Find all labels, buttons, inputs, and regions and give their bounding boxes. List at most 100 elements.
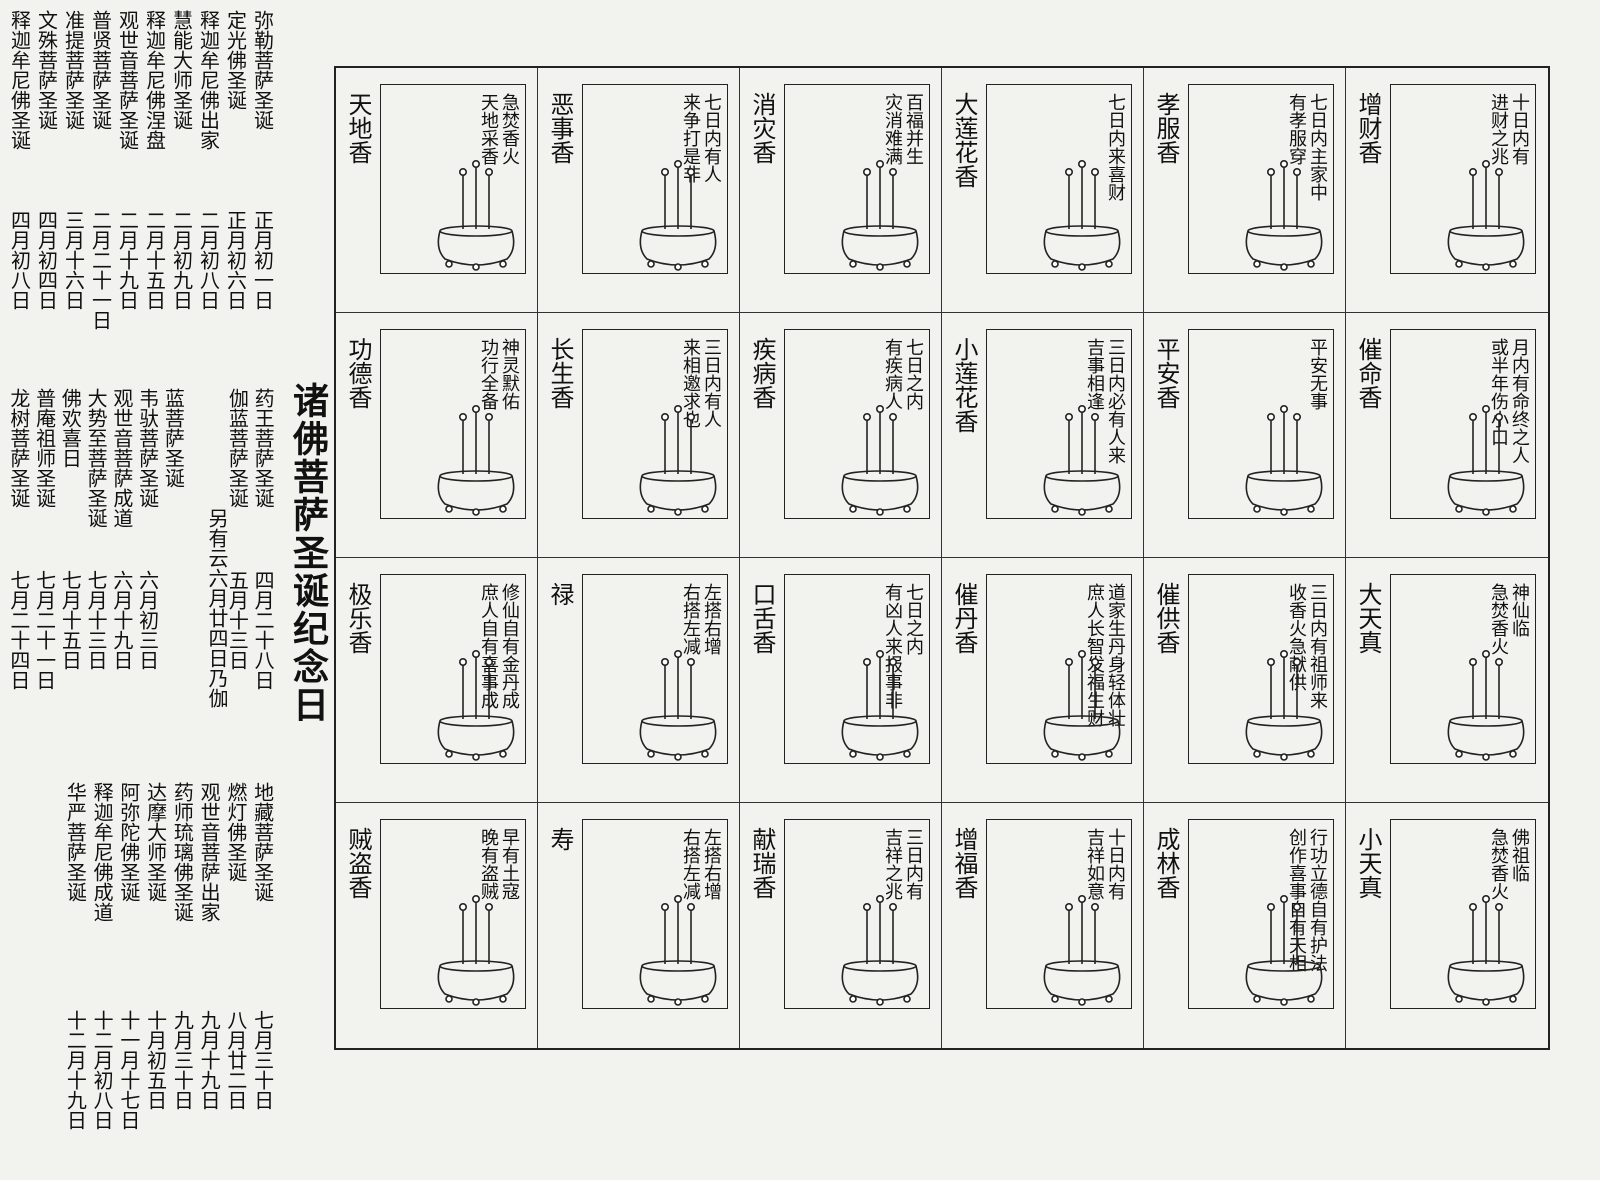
omen-line: 道家生丹身轻体壮 (1105, 583, 1126, 727)
incense-cell: 献瑞香三日内有吉祥之兆 (740, 803, 942, 1048)
incense-grid: 天地香急焚香火天地采香 恶事香七日内有人来争打是非 消灾香百福并生灾消难满 (334, 66, 1550, 1050)
incense-cell: 大莲花香 七日内来喜财 (942, 68, 1144, 313)
calendar-entry: 药王菩萨圣诞四月二十八日 (251, 388, 276, 690)
incense-name: 大莲花香 (950, 92, 978, 188)
calendar-entry: 伽蓝菩萨圣诞五月十三日 (225, 388, 250, 670)
omen-text: 三日内有祖师来收香火急献供 (1286, 583, 1328, 709)
incense-burner-icon (1037, 880, 1127, 1010)
omen-line: 有凶人来报事非 (882, 583, 903, 709)
incense-pattern-box: 七日内来喜财 (986, 84, 1132, 274)
omen-line: 三日内有 (903, 828, 924, 900)
calendar-entry: 释迦牟尼佛成道十二月初八日 (90, 782, 115, 1130)
omen-text: 左搭右增右搭左减 (680, 828, 722, 900)
omen-line: 晚有盗贼 (478, 828, 499, 900)
incense-pattern-box: 道家生丹身轻体壮庶人长智发福生财 (986, 574, 1132, 764)
omen-line: 急焚香火 (499, 93, 520, 165)
incense-burner-icon (431, 635, 521, 765)
calendar-block-2: 药王菩萨圣诞四月二十八日 伽蓝菩萨圣诞五月十三日 蓝菩萨圣诞 韦驮菩萨圣诞六月初… (6, 388, 276, 690)
omen-line: 七日内有人 (701, 93, 722, 183)
incense-pattern-box: 三日内有人来相邀求也 (582, 329, 728, 519)
incense-cell: 催丹香 道家生丹身轻体壮庶人长智发福生财 (942, 558, 1144, 803)
incense-burner-icon (1239, 145, 1329, 275)
incense-pattern-box: 左搭右增右搭左减 (582, 574, 728, 764)
omen-text: 神灵默佑功行全备 (478, 338, 520, 410)
incense-name: 极乐香 (344, 582, 372, 654)
incense-burner-icon (431, 880, 521, 1010)
incense-name: 孝服香 (1152, 92, 1180, 164)
incense-pattern-box: 佛祖临急焚香火 (1390, 819, 1536, 1009)
omen-text: 佛祖临急焚香火 (1488, 828, 1530, 900)
omen-line: 十日内有 (1509, 93, 1530, 165)
omen-text: 七日内主家中有孝服穿 (1286, 93, 1328, 201)
incense-name: 恶事香 (546, 92, 574, 164)
incense-name: 催供香 (1152, 582, 1180, 654)
omen-line: 来争打是非 (680, 93, 701, 183)
omen-line: 三日内有祖师来 (1307, 583, 1328, 709)
omen-line: 天地采香 (478, 93, 499, 165)
page-title: 诸佛菩萨圣诞纪念日 (287, 382, 329, 724)
omen-line: 七日之内 (903, 583, 924, 655)
calendar-entry: 阿弥陀佛圣诞十一月十七日 (116, 782, 141, 1130)
incense-cell: 禄左搭右增右搭左减 (538, 558, 740, 803)
calendar-entry: 观世音菩萨出家九月十九日 (197, 782, 222, 1110)
omen-text: 道家生丹身轻体壮庶人长智发福生财 (1084, 583, 1126, 727)
incense-cell: 寿 左搭右增右搭左减 (538, 803, 740, 1048)
incense-cell: 成林香行功立德自有护法创作喜事自有天相 (1144, 803, 1346, 1048)
incense-name: 寿 (546, 827, 574, 851)
omen-text: 三日内必有人来吉事相逢 (1084, 338, 1126, 464)
incense-name: 平安香 (1152, 337, 1180, 409)
incense-pattern-box: 左搭右增右搭左减 (582, 819, 728, 1009)
calendar-note: 另有云六月廿四日乃伽 (205, 508, 229, 708)
omen-line: 收香火急献供 (1286, 583, 1307, 691)
omen-text: 七日之内有疾病人 (882, 338, 924, 410)
omen-line: 月内有命终之人 (1509, 338, 1530, 464)
omen-line: 行功立德自有护法 (1307, 828, 1328, 972)
omen-line: 右搭左减 (680, 828, 701, 900)
incense-pattern-box: 三日内有祖师来收香火急献供 (1188, 574, 1334, 764)
omen-line: 神灵默佑 (499, 338, 520, 410)
calendar-entry: 大势至菩萨圣诞七月十三日 (84, 388, 109, 670)
incense-pattern-box: 十日内有吉祥如意 (986, 819, 1132, 1009)
calendar-entry: 释迦牟尼佛圣诞四月初八日 (7, 10, 32, 310)
incense-name: 催命香 (1354, 337, 1382, 409)
omen-line: 七日内来喜财 (1105, 93, 1126, 201)
omen-line: 急焚香火 (1488, 828, 1509, 900)
omen-line: 有疾病人 (882, 338, 903, 410)
incense-burner-icon (835, 635, 925, 765)
omen-line: 急焚香火 (1488, 583, 1509, 655)
calendar-entry: 韦驮菩萨圣诞六月初三日 (135, 388, 160, 670)
omen-text: 平安无事 (1307, 338, 1328, 410)
omen-line: 右搭左减 (680, 583, 701, 655)
omen-line: 三日内必有人来 (1105, 338, 1126, 464)
incense-name: 增福香 (950, 827, 978, 899)
incense-pattern-box: 三日内必有人来吉事相逢 (986, 329, 1132, 519)
incense-burner-icon (633, 880, 723, 1010)
incense-cell: 口舌香七日之内有凶人来报事非 (740, 558, 942, 803)
calendar-entry: 释迦牟尼佛出家二月初八日 (196, 10, 221, 310)
calendar-entry: 蓝菩萨圣诞 (161, 388, 186, 488)
omen-text: 七日内来喜财 (1105, 93, 1126, 201)
omen-line: 修仙自有金丹成 (499, 583, 520, 709)
omen-text: 七日内有人来争打是非 (680, 93, 722, 183)
calendar-entry: 释迦牟尼佛涅盘二月十五日 (142, 10, 167, 310)
incense-pattern-box: 行功立德自有护法创作喜事自有天相 (1188, 819, 1334, 1009)
incense-name: 催丹香 (950, 582, 978, 654)
incense-burner-icon (1037, 635, 1127, 765)
omen-line: 进财之兆 (1488, 93, 1509, 165)
omen-line: 百福并生 (903, 93, 924, 165)
omen-line: 庶人自有喜事成 (478, 583, 499, 709)
incense-pattern-box: 七日之内有凶人来报事非 (784, 574, 930, 764)
omen-line: 功行全备 (478, 338, 499, 410)
incense-name: 疾病香 (748, 337, 776, 409)
omen-line: 吉祥之兆 (882, 828, 903, 900)
incense-cell: 增财香 十日内有进财之兆 (1346, 68, 1548, 313)
incense-name: 增财香 (1354, 92, 1382, 164)
incense-cell: 天地香急焚香火天地采香 (336, 68, 538, 313)
incense-cell: 恶事香 七日内有人来争打是非 (538, 68, 740, 313)
omen-text: 三日内有吉祥之兆 (882, 828, 924, 900)
omen-line: 七日之内 (903, 338, 924, 410)
calendar-entry: 达摩大师圣诞十月初五日 (143, 782, 168, 1110)
incense-cell: 长生香三日内有人来相邀求也 (538, 313, 740, 558)
incense-name: 贼盗香 (344, 827, 372, 899)
incense-name: 功德香 (344, 337, 372, 409)
